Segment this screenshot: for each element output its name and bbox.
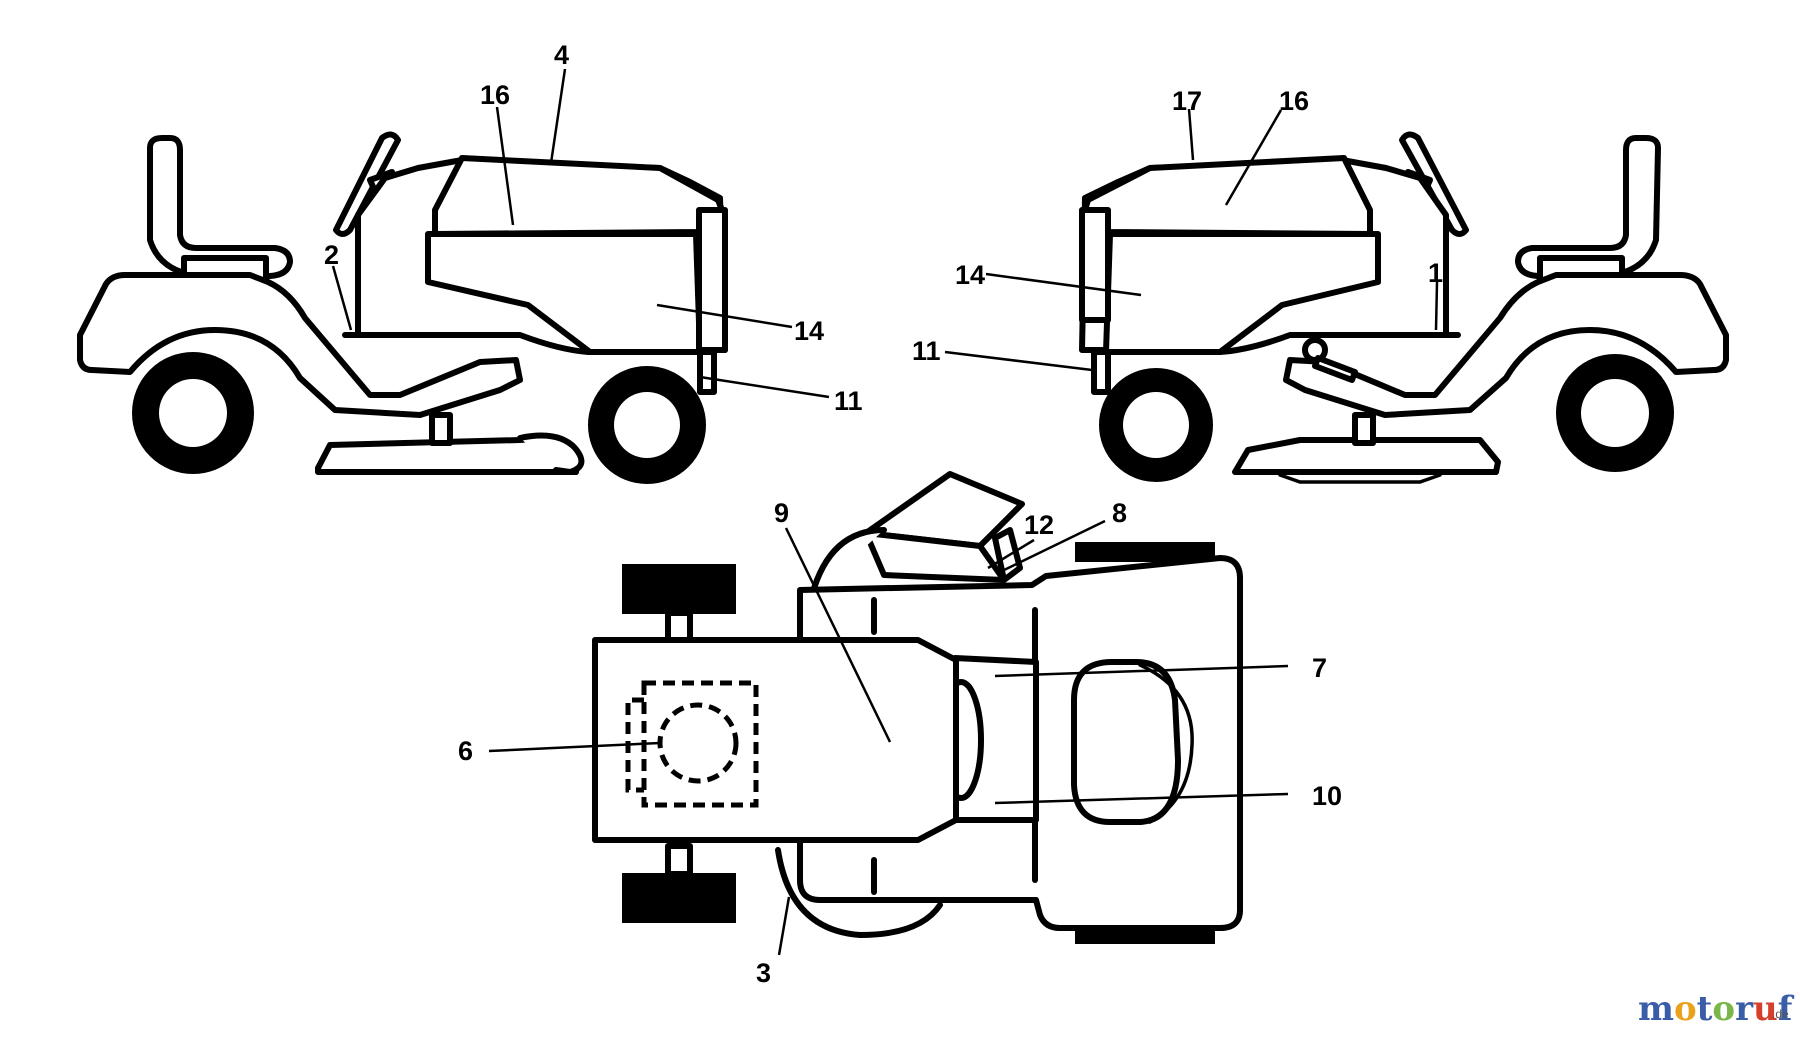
wm-letter: r [1735, 989, 1754, 1029]
callout-16-left: 16 [480, 80, 510, 110]
watermark-suffix: .de [1772, 1007, 1789, 1021]
callout-4: 4 [554, 40, 569, 70]
wm-letter: u [1753, 989, 1778, 1029]
callout-labels: 4 16 2 14 11 17 16 14 1 11 9 12 8 7 6 10… [324, 40, 1443, 988]
callout-3: 3 [756, 958, 771, 988]
callout-11-left: 11 [834, 386, 863, 416]
svg-text:motoruf: motoruf [1638, 989, 1795, 1029]
tractor-left-side-view [77, 131, 728, 484]
callout-7: 7 [1312, 653, 1327, 683]
callout-16-right: 16 [1279, 86, 1309, 116]
callout-2: 2 [324, 240, 339, 270]
callout-8: 8 [1112, 498, 1127, 528]
callout-14-right: 14 [955, 260, 985, 290]
watermark-logo: motoruf .de [1638, 989, 1795, 1029]
callout-12: 12 [1024, 510, 1054, 540]
leader-lines [331, 68, 1439, 956]
callout-10: 10 [1312, 781, 1342, 811]
wm-letter: o [1712, 989, 1735, 1029]
wm-letter: o [1674, 989, 1697, 1029]
wm-letter: f [1778, 989, 1795, 1029]
wm-letter: t [1697, 989, 1713, 1029]
tractor-top-view [592, 471, 1243, 944]
callout-14-left: 14 [794, 316, 824, 346]
callout-9: 9 [774, 498, 789, 528]
callout-11-right: 11 [912, 336, 941, 366]
callout-1: 1 [1428, 258, 1443, 288]
callout-17: 17 [1172, 86, 1202, 116]
wm-letter: m [1638, 989, 1674, 1029]
callout-6: 6 [458, 736, 473, 766]
tractor-right-side-view [1079, 131, 1729, 484]
